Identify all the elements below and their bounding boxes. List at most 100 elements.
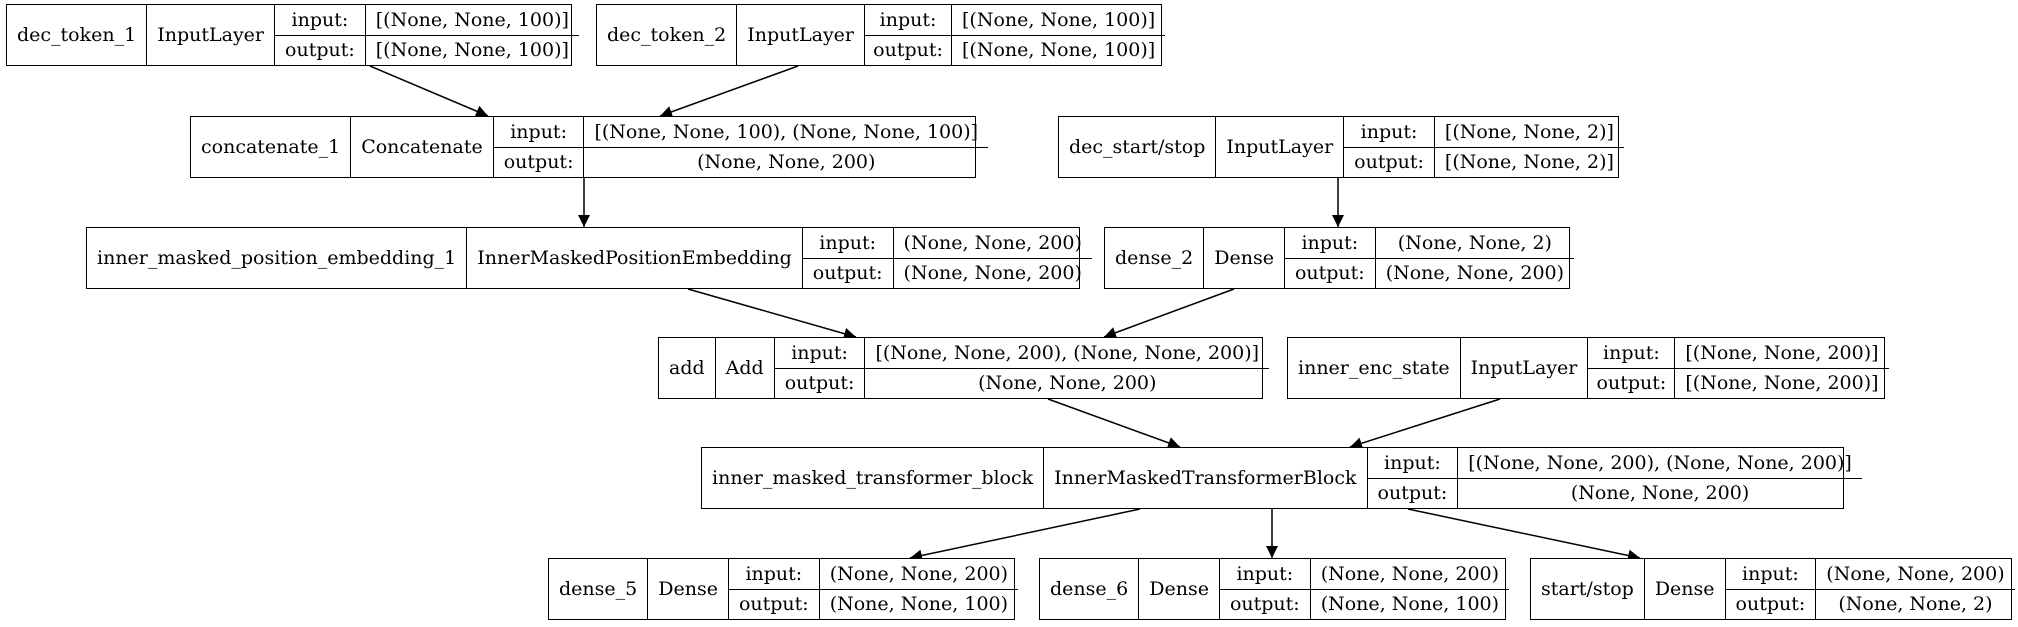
io-labels: input:output: <box>774 338 866 398</box>
io-labels: input:output: <box>1284 228 1376 288</box>
layer-name: start/stop <box>1531 559 1645 619</box>
layer-name: dense_2 <box>1105 228 1205 288</box>
output-label: output: <box>1229 593 1300 616</box>
io-values: [(None, None, 2)][(None, None, 2)] <box>1434 117 1624 177</box>
io-labels: input: output: <box>802 228 894 288</box>
edge-inner-enc-state-to-inner-masked-transformer-block <box>1349 398 1501 450</box>
layer-type: InnerMaskedPositionEmbedding <box>467 228 803 288</box>
input-shape: [(None, None, 200), (None, None, 200)] <box>865 338 1270 369</box>
io-labels: input: output: <box>493 117 585 177</box>
layer-type: InputLayer <box>147 5 276 65</box>
io-values: [(None, None, 100)][(None, None, 100)] <box>952 5 1166 65</box>
layer-type: Dense <box>1645 559 1726 619</box>
output-label: output: <box>873 39 943 62</box>
output-shape: (None, None, 200) <box>903 262 1082 285</box>
output-shape: [(None, None, 200)] <box>1685 372 1879 395</box>
layer-name: dec_token_2 <box>597 5 738 65</box>
input-label: input: <box>1219 559 1310 590</box>
layer-type: Dense <box>648 559 729 619</box>
layer-type: Dense <box>1204 228 1285 288</box>
layer-name: dense_5 <box>549 559 649 619</box>
output-shape: (None, None, 200) <box>1385 262 1565 285</box>
layer-type: InputLayer <box>1461 338 1589 398</box>
output-label: output: <box>1354 151 1424 174</box>
io-labels: input: output: <box>865 5 953 65</box>
output-label: output: <box>1596 372 1667 395</box>
output-shape: (None, None, 100) <box>1320 593 1500 616</box>
output-label: output: <box>1735 593 1806 616</box>
io-labels: input:output: <box>728 559 820 619</box>
layer-name: inner_masked_position_embedding_1 <box>87 228 468 288</box>
io-values: [(None, None, 200), (None, None, 200)] (N… <box>1458 448 1862 508</box>
layer-name: inner_enc_state <box>1288 338 1461 398</box>
output-shape: (None, None, 100) <box>829 593 1009 616</box>
io-values: (None, None, 200) (None, None, 200) <box>893 228 1092 288</box>
output-shape: (None, None, 200) <box>1570 482 1750 505</box>
output-label: output: <box>1294 262 1365 285</box>
input-label: input: <box>1588 338 1675 369</box>
input-shape: [(None, None, 200), (None, None, 200)] <box>1458 448 1862 479</box>
output-label: output: <box>503 151 574 174</box>
io-labels: input: output: <box>275 5 366 65</box>
output-label: output: <box>812 262 883 285</box>
input-shape: [(None, None, 100)] <box>365 5 579 36</box>
layer-name: add <box>659 338 716 398</box>
input-label: input: <box>802 228 893 259</box>
layer-type: InputLayer <box>737 5 866 65</box>
io-values: [(None, None, 100)] [(None, None, 100)] <box>365 5 579 65</box>
input-shape: [(None, None, 200)] <box>1675 338 1889 369</box>
io-values: (None, None, 200) (None, None, 100) <box>819 559 1019 619</box>
layer-type: InnerMaskedTransformerBlock <box>1044 448 1368 508</box>
edge-inner-masked-transformer-block-to-dense-5 <box>909 508 1141 562</box>
edge-inner-masked-transformer-block-to-start-stop <box>1407 508 1641 562</box>
input-label: input: <box>1367 448 1458 479</box>
layer-name: concatenate_1 <box>191 117 352 177</box>
output-shape: (None, None, 200) <box>978 372 1157 395</box>
input-shape: [(None, None, 100), (None, None, 100)] <box>584 117 989 148</box>
output-shape: (None, None, 2) <box>1838 593 1993 616</box>
io-values: [(None, None, 100), (None, None, 100)](N… <box>584 117 989 177</box>
output-label: output: <box>285 39 355 62</box>
edge-add-to-inner-masked-transformer-block <box>1047 398 1181 449</box>
output-shape: [(None, None, 100)] <box>375 39 569 62</box>
layer-name: dec_token_1 <box>7 5 148 65</box>
input-label: input: <box>493 117 584 148</box>
input-label: input: <box>275 5 365 36</box>
edge-dec-token-1-to-concatenate-1 <box>369 65 489 117</box>
output-label: output: <box>738 593 809 616</box>
output-label: output: <box>1377 482 1448 505</box>
input-shape: [(None, None, 100)] <box>952 5 1166 36</box>
input-shape: (None, None, 200) <box>893 228 1092 259</box>
layer-type: Concatenate <box>351 117 494 177</box>
input-label: input: <box>865 5 952 36</box>
io-values: (None, None, 2)(None, None, 200) <box>1375 228 1575 288</box>
layer-name: dense_6 <box>1040 559 1140 619</box>
input-shape: (None, None, 200) <box>819 559 1019 590</box>
output-label: output: <box>784 372 855 395</box>
input-shape: (None, None, 200) <box>1816 559 2015 590</box>
layer-type: Dense <box>1139 559 1220 619</box>
input-shape: [(None, None, 2)] <box>1434 117 1624 148</box>
layer-type: InputLayer <box>1216 117 1345 177</box>
io-values: [(None, None, 200)] [(None, None, 200)] <box>1675 338 1889 398</box>
io-labels: input: output: <box>1588 338 1676 398</box>
io-labels: input: output: <box>1219 559 1311 619</box>
io-labels: input:output: <box>1725 559 1817 619</box>
layer-name: dec_start/stop <box>1059 117 1217 177</box>
edge-dec-token-2-to-concatenate-1 <box>659 65 799 118</box>
layer-type: Add <box>716 338 775 398</box>
